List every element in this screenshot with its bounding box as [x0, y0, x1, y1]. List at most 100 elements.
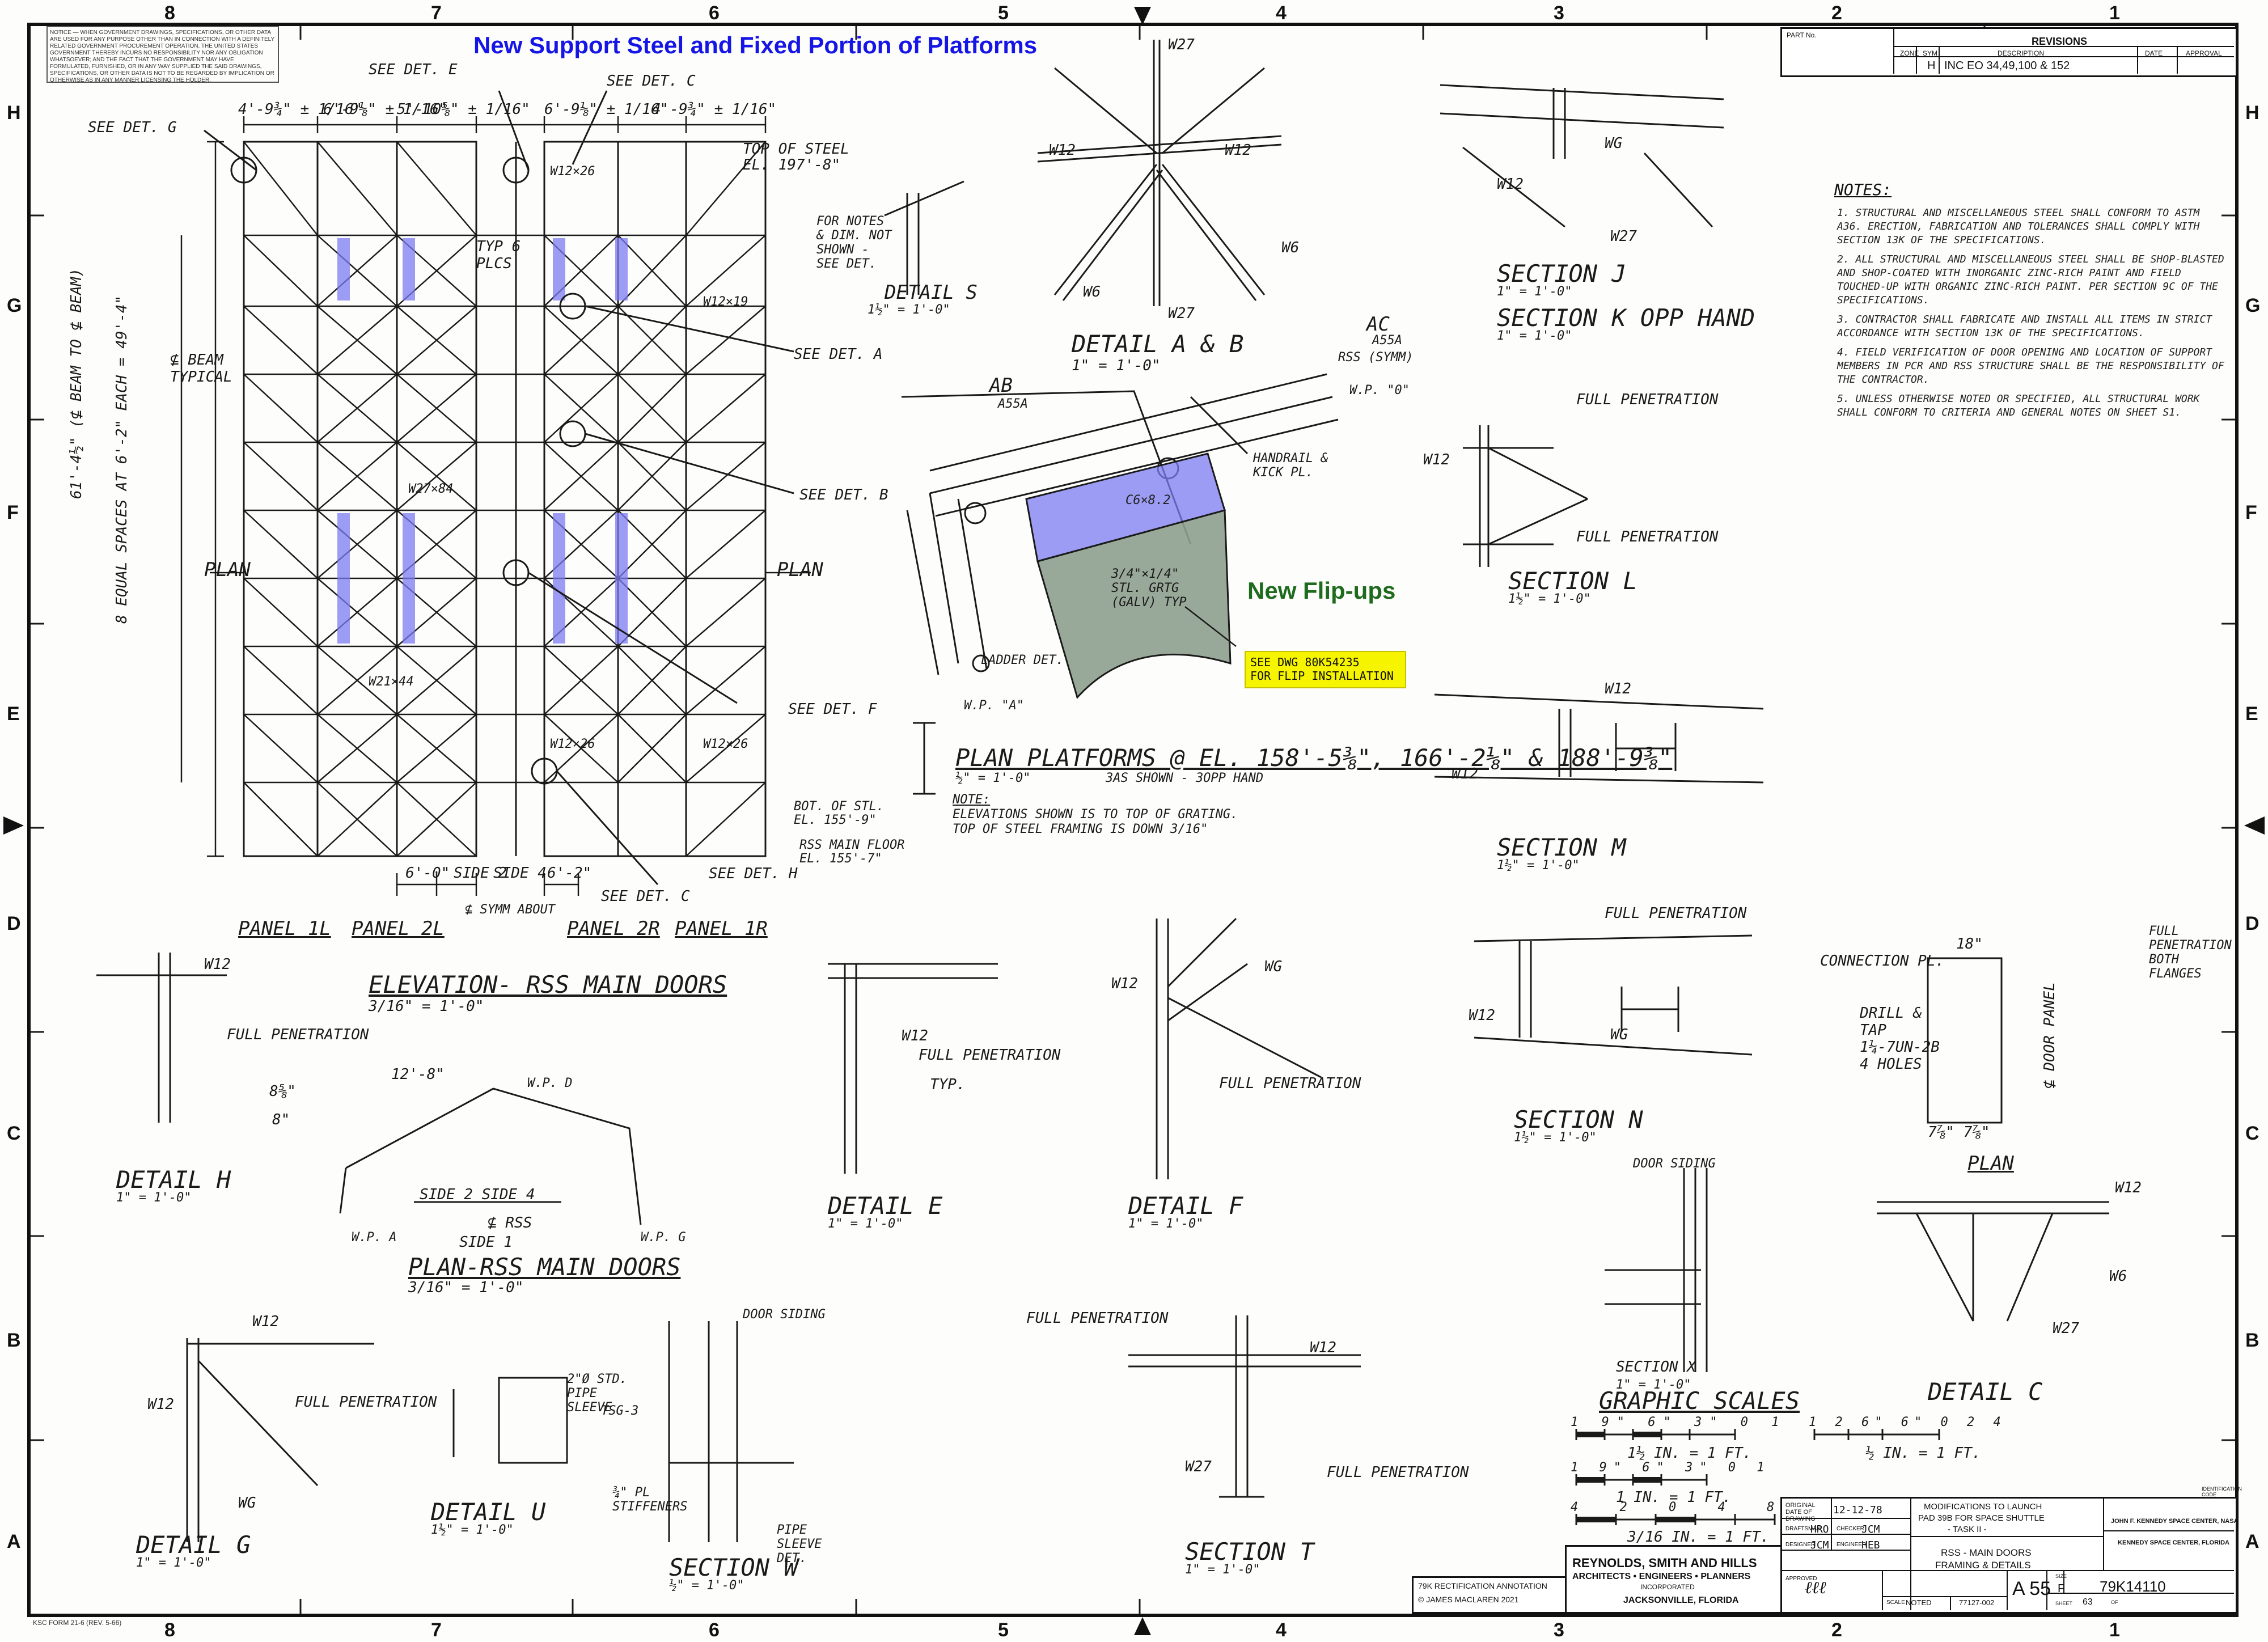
section-n-fullpen: FULL PENETRATION: [1605, 905, 1747, 922]
detail-g-wg: WG: [238, 1495, 256, 1512]
detail-e-title: DETAIL E: [828, 1192, 943, 1220]
top-of-steel-label: TOP OF STEEL: [743, 141, 849, 158]
detail-e-typ: TYP.: [930, 1076, 966, 1093]
yellow-note-line1: SEE DWG 80K54235: [1250, 655, 1360, 669]
member-w27-bottom: W27: [1168, 305, 1195, 322]
section-m-w12-b: W12: [1452, 765, 1478, 782]
zone-row-c-right: C: [2245, 1123, 2259, 1144]
rectification-line1: 79K RECTIFICATION ANNOTATION: [1418, 1581, 1547, 1590]
detail-s-note: FOR NOTES & DIM. NOT SHOWN - SEE DET.: [816, 214, 892, 271]
graphic-scale-2-label: 1 IN. = 1 FT.: [1616, 1489, 1732, 1506]
section-l-w12: W12: [1423, 451, 1450, 468]
section-j-w12: W12: [1497, 176, 1524, 193]
detail-e-w12: W12: [902, 1027, 928, 1044]
zone-row-e-right: E: [2245, 703, 2258, 725]
original-date-label: ORIGINAL DATE OF DRAWING: [1785, 1502, 1816, 1522]
sheet-code: A 55: [2012, 1578, 2051, 1599]
section-l-fullpen: FULL PENETRATION: [1576, 391, 1719, 408]
plan-rss-dim-8: 8": [272, 1111, 290, 1128]
detail-f-fullpen: FULL PENETRATION: [1219, 1075, 1361, 1092]
scale-value: NOTED: [1906, 1598, 1932, 1607]
section-m-title: SECTION M: [1497, 833, 1626, 861]
drill-tap-label: DRILL & TAP 1¼-7UN-2B 4 HOLES: [1860, 1005, 1940, 1073]
detail-c-w6: W6: [2109, 1268, 2127, 1285]
size-value: F: [2058, 1582, 2065, 1595]
handrail-label: HANDRAIL & KICK PL.: [1253, 451, 1328, 480]
section-w-scale: ½" = 1'-0": [669, 1578, 744, 1593]
zone-col-7-bottom: 7: [431, 1619, 442, 1641]
see-det-b: SEE DET. B: [799, 486, 888, 503]
section-t-w27: W27: [1185, 1458, 1212, 1475]
platform-note-title: NOTE:: [953, 793, 991, 807]
graphic-scale-2-ticks: 1 9" 6" 3" 0 1: [1571, 1461, 1771, 1475]
detail-f-title: DETAIL F: [1128, 1192, 1243, 1220]
section-l-scale: 1½" = 1'-0": [1508, 592, 1591, 606]
detail-u-scale: 1½" = 1'-0": [431, 1523, 514, 1537]
member-w12-26-b: W12×26: [550, 737, 595, 751]
form-note: KSC FORM 21-6 (REV. 5-66): [33, 1619, 122, 1627]
zone-col-1-top: 1: [2109, 2, 2120, 24]
see-det-f: SEE DET. F: [788, 701, 877, 718]
section-x-title: SECTION X: [1616, 1359, 1696, 1376]
section-j-w27: W27: [1610, 228, 1637, 245]
plan-rss-wp-a: W.P. A: [352, 1230, 397, 1245]
plan-rss-wp-g: W.P. G: [641, 1230, 686, 1245]
title-line5: FRAMING & DETAILS: [1935, 1560, 2031, 1571]
plan-rss-sides: SIDE 2 SIDE 4: [420, 1186, 535, 1203]
bot-of-steel-el: EL. 155'-9": [794, 813, 877, 827]
graphic-scale-3-label: 3/16 IN. = 1 FT.: [1627, 1529, 1770, 1546]
panel-2l-label: PANEL 2L: [352, 917, 445, 940]
flip-installation-reference: SEE DWG 80K54235 FOR FLIP INSTALLATION: [1245, 651, 1406, 688]
see-det-c-top: SEE DET. C: [607, 73, 696, 90]
detail-g-scale: 1" = 1'-0": [136, 1556, 211, 1570]
see-det-c-bottom: SEE DET. C: [601, 888, 690, 905]
see-det-h: SEE DET. H: [709, 865, 798, 882]
detail-c-title: DETAIL C: [1928, 1378, 2043, 1406]
detail-g-w12: W12: [252, 1313, 279, 1330]
wp-0-label: W.P. "0": [1349, 383, 1410, 397]
agency-line2: KENNEDY SPACE CENTER, FLORIDA: [2118, 1539, 2230, 1546]
drawing-border: [27, 23, 2239, 1617]
ident-code-label: IDENTIFICATION CODE: [2202, 1486, 2242, 1497]
top-dim-2: 6'-9⅛" ± 1/16": [323, 101, 448, 118]
section-w-title: SECTION W: [669, 1554, 798, 1581]
section-w-door-siding: DOOR SIDING: [743, 1307, 826, 1322]
note-3: 3. CONTRACTOR SHALL FABRICATE AND INSTAL…: [1837, 314, 2212, 339]
section-j-title: SECTION J: [1497, 260, 1626, 287]
platform-plan-title: PLAN PLATFORMS @ EL. 158'-5⅜", 166'-2⅛" …: [955, 744, 1673, 772]
see-det-a: SEE DET. A: [794, 346, 883, 363]
plan-arrow-right-label: PLAN: [777, 558, 823, 581]
firm-disciplines: ARCHITECTS • ENGINEERS • PLANNERS: [1572, 1572, 1751, 1581]
section-m-w12-a: W12: [1605, 680, 1631, 697]
note-2: 2. ALL STRUCTURAL AND MISCELLANEOUS STEE…: [1837, 253, 2224, 306]
approved-label: APPROVED: [1785, 1576, 1817, 1582]
typ-6-plcs-label: TYP 6 PLCS: [476, 238, 521, 272]
rectification-box: 79K RECTIFICATION ANNOTATION © JAMES MAC…: [1412, 1576, 1568, 1614]
detail-f-scale: 1" = 1'-0": [1128, 1217, 1204, 1231]
plan-rss-side1: SIDE 1: [459, 1234, 513, 1251]
graphic-scale-4-ticks: 1 2 6" 6" 0 2 4: [1809, 1415, 2007, 1429]
plan-rss-wp-d: W.P. D: [527, 1076, 573, 1090]
zone-col-5-bottom: 5: [998, 1619, 1009, 1641]
detail-s-title: DETAIL S: [885, 281, 978, 304]
zone-col-2-bottom: 2: [1831, 1619, 1842, 1641]
plan-rss-center: ⊈ RSS: [488, 1214, 532, 1232]
signature-mark: ℓℓℓ: [1805, 1578, 1826, 1598]
callout-ab: AB: [989, 374, 1013, 397]
connection-pl-label: CONNECTION PL.: [1820, 953, 1945, 970]
firm-name: REYNOLDS, SMITH AND HILLS: [1572, 1556, 1757, 1570]
member-w21-44: W21×44: [369, 675, 414, 689]
section-t-scale: 1" = 1'-0": [1185, 1563, 1260, 1577]
rectification-line2: © JAMES MACLAREN 2021: [1418, 1595, 1519, 1604]
zone-row-g-right: G: [2245, 295, 2261, 316]
member-w27-top: W27: [1168, 36, 1195, 53]
symm-about-label: ⊈ SYMM ABOUT: [465, 903, 555, 917]
platform-note-line2: TOP OF STEEL FRAMING IS DOWN 3/16": [953, 822, 1208, 836]
zone-col-3-bottom: 3: [1554, 1619, 1564, 1641]
detail-h-w12: W12: [204, 956, 231, 973]
checker-value: JCM: [1861, 1523, 1880, 1535]
main-floor-el: EL. 155'-7": [799, 852, 882, 866]
beam-typical-label: ⊈ BEAM TYPICAL: [170, 352, 232, 386]
dim-6-2: 6'-2": [547, 865, 592, 882]
